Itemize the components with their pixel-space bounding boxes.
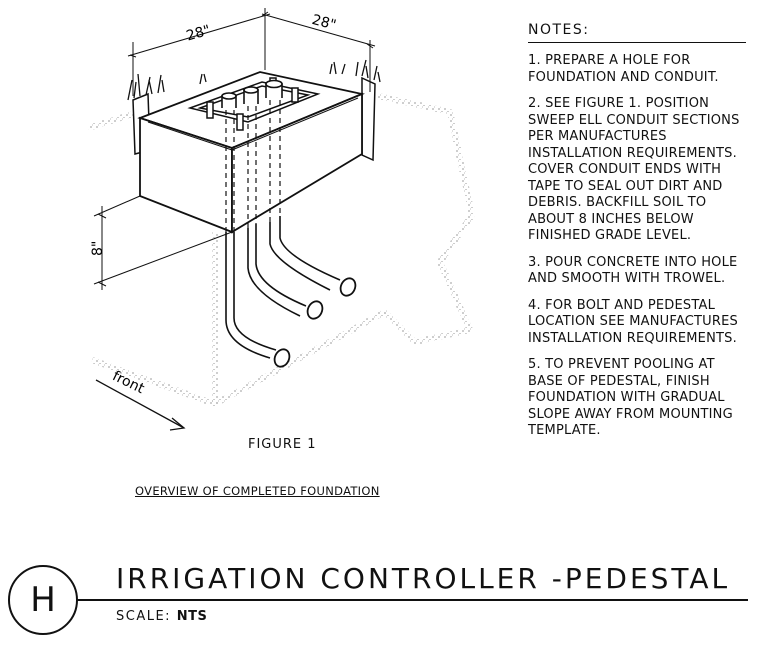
figure-label: FIGURE 1 <box>248 437 317 452</box>
note-1: 1. PREPARE A HOLE FOR FOUNDATION AND CON… <box>528 53 719 85</box>
scale-value: NTS <box>176 609 208 624</box>
notes-panel: NOTES: 1. PREPARE A HOLE FOR FOUNDATION … <box>528 22 750 440</box>
dim-28-right: 28" <box>310 12 338 34</box>
front-arrow <box>95 379 186 431</box>
note-2: 2. SEE FIGURE 1. POSITION SWEEP ELL COND… <box>528 96 740 243</box>
note-3: 3. POUR CONCRETE INTO HOLE AND SMOOTH WI… <box>528 254 738 287</box>
figure-caption: OVERVIEW OF COMPLETED FOUNDATION <box>135 484 380 498</box>
scale-line: SCALE: NTS <box>116 609 207 624</box>
scale-label: SCALE: <box>116 609 172 624</box>
title-block: H IRRIGATION CONTROLLER -PEDESTAL SCALE:… <box>0 540 760 648</box>
hidden-conduit <box>225 100 281 232</box>
notes-title: NOTES: <box>528 22 746 43</box>
drawing-title: IRRIGATION CONTROLLER -PEDESTAL <box>116 562 731 595</box>
note-4: 4. FOR BOLT AND PEDESTAL LOCATION SEE MA… <box>528 297 738 346</box>
conduit-stubs <box>221 79 283 108</box>
sweep-ells <box>225 216 341 359</box>
detail-letter-circle: H <box>8 565 78 635</box>
note-5: 5. TO PREVENT POOLING AT BASE OF PEDESTA… <box>528 357 733 438</box>
detail-letter: H <box>30 580 56 620</box>
soil-outline <box>87 93 476 408</box>
foundation-drawing: 28" 28" 8" front <box>87 8 476 431</box>
block-edges <box>147 97 359 151</box>
dim-8: 8" <box>90 241 106 256</box>
grass <box>127 59 381 101</box>
dimension-lines <box>93 8 376 290</box>
title-rule <box>76 599 748 601</box>
conduit-ends <box>273 277 357 368</box>
dim-28-left: 28" <box>185 22 213 44</box>
